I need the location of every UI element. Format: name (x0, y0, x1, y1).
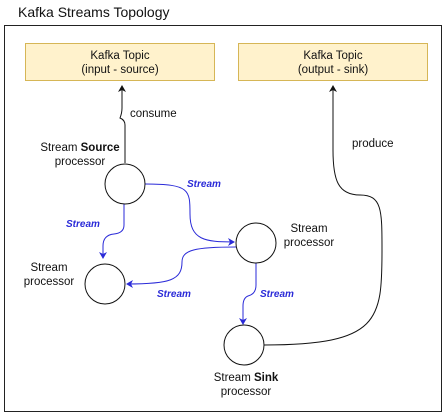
sink-processor-bold: Sink (253, 372, 279, 384)
stream-label-middle-left: Stream (157, 289, 191, 300)
middle-processor-line1: Stream (290, 223, 328, 235)
produce-edge (263, 85, 383, 346)
sink-processor-label: Stream Sink processor (196, 371, 296, 399)
consume-edge (118, 85, 126, 163)
stream-edge-source-left (99, 204, 125, 259)
consume-label: consume (130, 108, 177, 120)
stream-edge-source-middle (144, 183, 235, 246)
middle-processor-label: Stream processor (280, 222, 338, 250)
left-processor-line2: processor (23, 276, 75, 288)
sink-processor-line2: processor (220, 386, 272, 398)
stream-label-source-middle: Stream (187, 179, 221, 190)
source-processor-bold: Source (80, 142, 120, 154)
middle-processor-node (235, 222, 277, 264)
left-processor-line1: Stream (30, 262, 68, 274)
diagram-frame (4, 25, 442, 412)
sink-processor-node (223, 324, 265, 366)
middle-processor-line2: processor (283, 237, 335, 249)
output-topic-line1: Kafka Topic (303, 50, 363, 62)
output-topic: Kafka Topic (output - sink) (238, 43, 428, 81)
input-topic-line1: Kafka Topic (90, 50, 150, 62)
left-processor-label: Stream processor (18, 261, 80, 289)
source-processor-line2: processor (54, 156, 106, 168)
left-processor-node (84, 263, 126, 305)
input-topic-line2: (input - source) (81, 64, 159, 76)
stream-edge-middle-left (126, 246, 237, 288)
source-processor-label: Stream Source processor (30, 141, 130, 169)
produce-label: produce (352, 138, 394, 150)
sink-processor-prefix: Stream (213, 372, 254, 384)
stream-edge-middle-sink (239, 263, 257, 325)
stream-label-source-left: Stream (66, 219, 100, 230)
stream-label-middle-sink: Stream (260, 289, 294, 300)
source-processor-node (104, 163, 146, 205)
input-topic: Kafka Topic (input - source) (25, 43, 215, 81)
source-processor-prefix: Stream (40, 142, 81, 154)
output-topic-line2: (output - sink) (297, 64, 369, 76)
diagram-title: Kafka Streams Topology (18, 4, 170, 20)
